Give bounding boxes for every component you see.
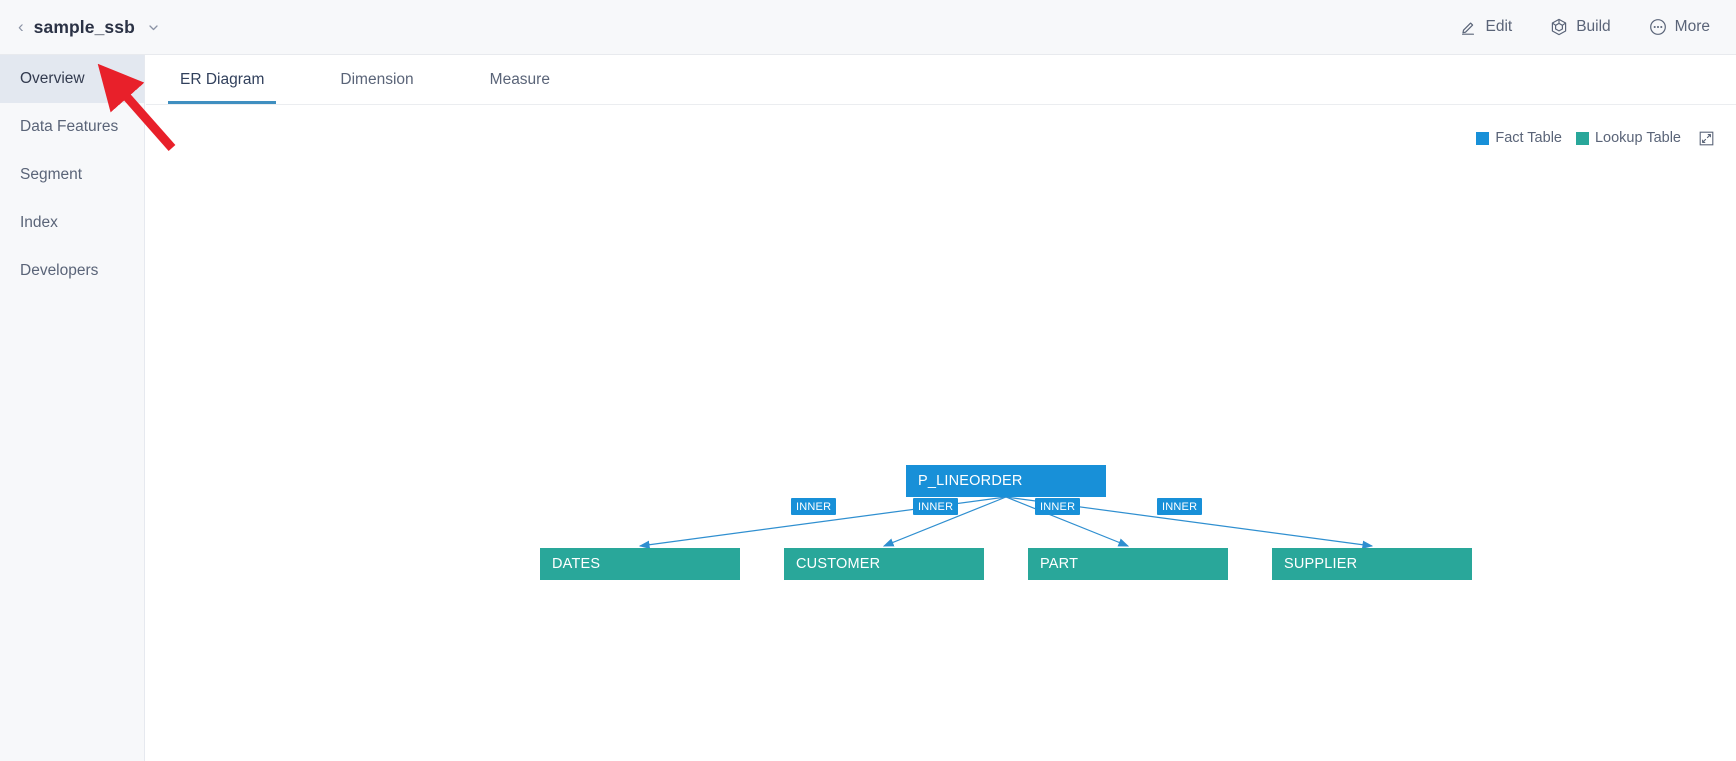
ellipsis-circle-icon [1649,18,1667,36]
more-button-label: More [1674,18,1710,35]
fact-table-swatch [1476,131,1490,145]
er-node-label: CUSTOMER [796,556,881,572]
edit-button[interactable]: Edit [1460,18,1512,36]
build-button-label: Build [1576,18,1611,35]
er-node-supplier[interactable]: SUPPLIER [1272,548,1472,580]
er-node-label: SUPPLIER [1284,556,1358,572]
header-actions: Edit Build More [1460,18,1736,36]
er-node-label: P_LINEORDER [918,473,1023,489]
er-edge-label-customer[interactable]: INNER [913,498,959,515]
edge-label-text: INNER [796,500,832,513]
build-button[interactable]: Build [1550,18,1611,36]
tab-label: Measure [489,71,550,88]
sidebar-item-label: Segment [20,166,83,183]
legend-entry-lookup-table: Lookup Table [1575,130,1681,146]
sidebar-item-segment[interactable]: Segment [0,151,144,199]
edit-button-label: Edit [1485,18,1513,35]
main-content: ER Diagram Dimension Measure Fact Table … [146,55,1736,761]
edge-label-text: INNER [918,500,954,513]
tab-er-diagram[interactable]: ER Diagram [168,56,277,104]
sidebar-item-label: Index [20,214,58,231]
sidebar-item-label: Data Features [20,118,119,135]
more-button[interactable]: More [1649,18,1710,36]
er-edge-label-supplier[interactable]: INNER [1157,498,1203,515]
sidebar-item-index[interactable]: Index [0,199,144,247]
cube-icon [1550,18,1568,36]
er-diagram-canvas[interactable]: P_LINEORDER DATES CUSTOMER PART SUPPLIER… [146,105,1736,761]
er-node-fact-table[interactable]: P_LINEORDER [906,465,1106,497]
legend-entry-fact-table: Fact Table [1476,130,1562,146]
diagram-legend: Fact Table Lookup Table [1476,130,1714,146]
legend-label-lookup-table: Lookup Table [1594,130,1681,146]
er-diagram-edges [638,496,1374,549]
sidebar: Overview Data Features Segment Index Dev… [0,55,145,761]
lookup-table-swatch [1575,131,1589,145]
er-edge-label-dates[interactable]: INNER [791,498,837,515]
sidebar-item-overview[interactable]: Overview [0,55,144,103]
edge-label-text: INNER [1040,500,1076,513]
fullscreen-expand-icon[interactable] [1699,131,1714,146]
chevron-down-icon[interactable] [147,21,160,34]
back-arrow-icon[interactable]: ‹ [18,16,24,36]
sidebar-item-label: Overview [20,70,85,87]
tab-bar: ER Diagram Dimension Measure [146,55,1736,105]
er-node-label: DATES [552,556,601,572]
sidebar-item-label: Developers [20,262,99,279]
header-left-group: ‹ sample_ssb [0,17,160,38]
er-node-part[interactable]: PART [1028,548,1228,580]
tab-label: Dimension [340,71,414,88]
tab-dimension[interactable]: Dimension [328,56,425,104]
legend-label-fact-table: Fact Table [1495,130,1562,146]
sidebar-item-data-features[interactable]: Data Features [0,103,144,151]
er-node-dates[interactable]: DATES [540,548,740,580]
app-header: ‹ sample_ssb Edit [0,0,1736,55]
er-edge-label-part[interactable]: INNER [1035,498,1081,515]
page-title: sample_ssb [33,16,135,37]
sidebar-item-developers[interactable]: Developers [0,247,144,295]
er-node-label: PART [1040,556,1079,572]
edge-label-text: INNER [1162,500,1198,513]
pencil-icon [1460,19,1477,36]
tab-label: ER Diagram [180,71,265,88]
er-node-customer[interactable]: CUSTOMER [784,548,984,580]
tab-measure[interactable]: Measure [478,56,562,104]
